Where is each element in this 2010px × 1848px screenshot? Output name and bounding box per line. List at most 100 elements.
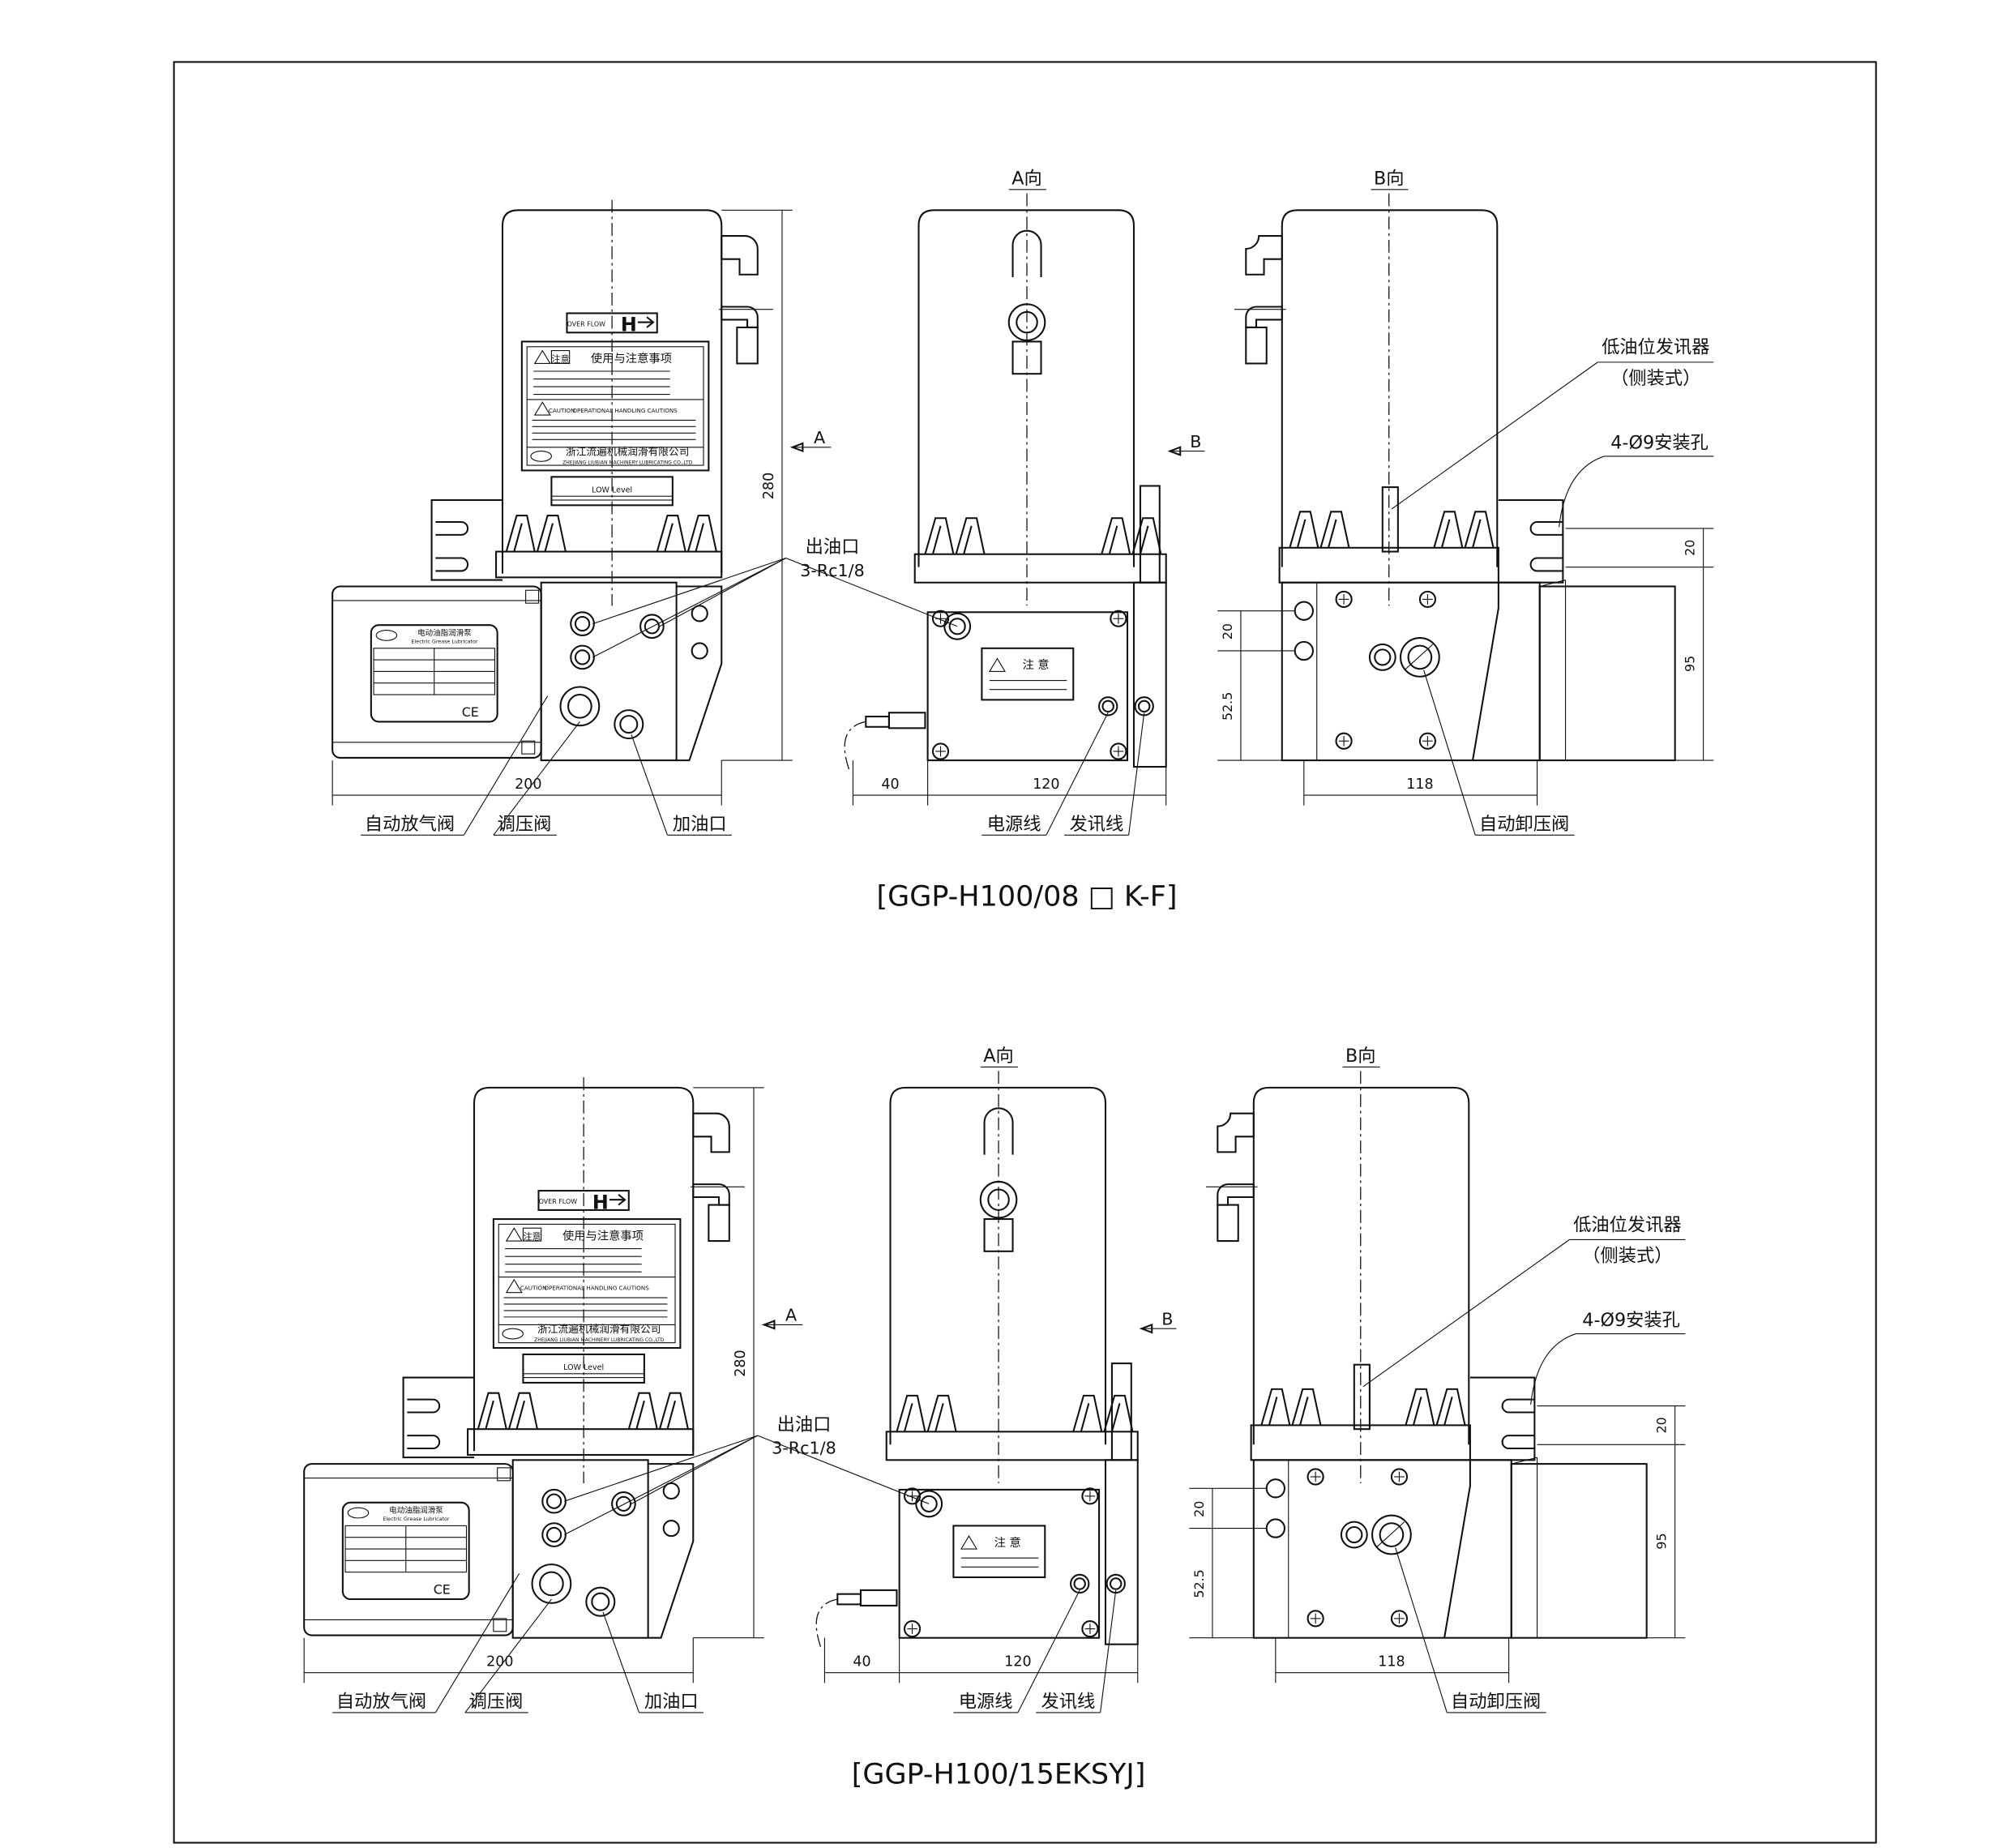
elbow-fitting-upper (1245, 235, 1283, 276)
elbow-fitting-upper (1217, 1112, 1255, 1153)
motor-housing (303, 1463, 514, 1636)
motor-housing-side (1538, 585, 1676, 762)
box-screw (1081, 1487, 1099, 1505)
tank-body (1281, 209, 1499, 567)
mount-hole (662, 1482, 680, 1500)
leader (1395, 1547, 1448, 1713)
electrical-box (898, 1488, 1101, 1639)
outlet-port-2 (570, 644, 595, 670)
tank-foot-bracket (1131, 517, 1162, 555)
tank-foot-bracket (1405, 1388, 1435, 1426)
tank-foot-bracket (505, 515, 536, 552)
fitting-nut (736, 326, 759, 365)
motor-nameplate (341, 1501, 470, 1601)
view-a-title: A向 (1011, 168, 1041, 189)
block-bolt (1335, 590, 1353, 608)
block-bolt (1418, 732, 1437, 750)
electrical-box (926, 611, 1129, 762)
arrow-head-icon (1139, 1323, 1153, 1334)
a-view-caution-label (981, 647, 1075, 701)
outlet-port-3-inner (615, 1495, 632, 1512)
tank-foot-bracket (658, 1392, 689, 1430)
outlet-label: 出油口 (777, 1414, 832, 1435)
company-logo-icon (502, 1328, 524, 1340)
box-screw (903, 1487, 922, 1505)
low-level-bar (522, 1373, 645, 1379)
tank-foot-bracket (1433, 511, 1464, 549)
company-en: ZHEJIANG LIUBIAN MACHINERY LUBRICATING C… (562, 460, 693, 465)
base-plate (913, 553, 1167, 584)
terminal (497, 1467, 511, 1482)
leader (785, 557, 958, 627)
power-cable-gland-inner (1101, 699, 1114, 713)
dim-bracket-h: 95 (1683, 656, 1698, 672)
motor-edge (1511, 1457, 1538, 1638)
outlet-label: 出油口 (806, 537, 860, 558)
outlet-port (915, 1490, 943, 1518)
dim-depth: 120 (1033, 776, 1059, 793)
overflow-h-mark: H (592, 1191, 609, 1213)
dim-height: 280 (761, 473, 777, 499)
tank-foot-bracket (1103, 1394, 1134, 1432)
power-cable-gland (1098, 696, 1118, 717)
pump-block (1281, 581, 1541, 762)
low-level-plate (522, 1353, 645, 1384)
signal-cable-gland (1106, 1573, 1126, 1594)
leader (463, 695, 549, 836)
pump-block (1252, 1459, 1512, 1639)
leader (464, 1598, 552, 1713)
leader (757, 1435, 930, 1504)
auto-vent-valve-label: 自动放气阀 (336, 1692, 426, 1713)
leader (564, 1435, 759, 1536)
leader (1100, 1589, 1117, 1713)
tank-body (917, 209, 1135, 567)
caution-en-badge: CAUTION (549, 407, 575, 414)
dim-hole-base: 52.5 (1191, 1569, 1207, 1598)
box-screw (1081, 1620, 1099, 1638)
tank-foot-bracket (1289, 511, 1319, 549)
low-level-sensor-label: 低油位发讯器 (1602, 337, 1710, 358)
leader (434, 1572, 520, 1713)
arrow-head-icon (1167, 446, 1182, 456)
caution-cn-title: 使用与注意事项 (562, 1228, 644, 1243)
warning-triangle-icon (533, 401, 551, 416)
overflow-indicator (566, 312, 658, 334)
dim-base: 118 (1378, 1654, 1405, 1670)
leader (1017, 1589, 1080, 1713)
pump-bracket-edge (1443, 1460, 1471, 1638)
tank-foot-bracket (536, 515, 567, 552)
sight-fitting-nut (1011, 340, 1042, 375)
elbow-fitting-upper (721, 235, 759, 276)
warning-triangle-icon (533, 349, 551, 365)
outlet-port-2 (541, 1522, 567, 1547)
low-level-bar (550, 495, 674, 501)
pump-side-bracket (676, 585, 723, 762)
terminal (521, 740, 536, 755)
fill-port-fitting (585, 1586, 616, 1617)
power-line-label: 电源线 (987, 814, 1041, 835)
base-plate (885, 1431, 1139, 1461)
tank-body (889, 1086, 1107, 1445)
motor-nameplate (370, 624, 498, 723)
signal-cable-gland (1134, 696, 1154, 717)
leader (1530, 1333, 1576, 1405)
sight-fitting (979, 1180, 1018, 1219)
power-cable-gland-inner (1073, 1577, 1086, 1590)
side-bracket (1104, 1459, 1139, 1645)
dim-hole-base: 52.5 (1220, 692, 1235, 721)
pump-side-bracket (648, 1463, 695, 1639)
caution-cn-badge: 注意 (551, 353, 569, 365)
dim-depth: 120 (1004, 1654, 1031, 1670)
relief-port (1340, 1521, 1368, 1549)
elbow-fitting-lower (1217, 1183, 1255, 1206)
dim-width: 200 (486, 1654, 513, 1670)
sheet-border (173, 61, 1877, 1844)
pump-block (511, 1459, 649, 1639)
leader (564, 1435, 758, 1502)
box-screw (931, 610, 950, 627)
low-level-sensor-label: 低油位发讯器 (1573, 1214, 1682, 1235)
tank-foot-bracket (924, 517, 955, 555)
drawing-title: [GGP-H100/15EKSYJ] (852, 1758, 1146, 1790)
overflow-text: OVER FLOW (567, 320, 606, 327)
